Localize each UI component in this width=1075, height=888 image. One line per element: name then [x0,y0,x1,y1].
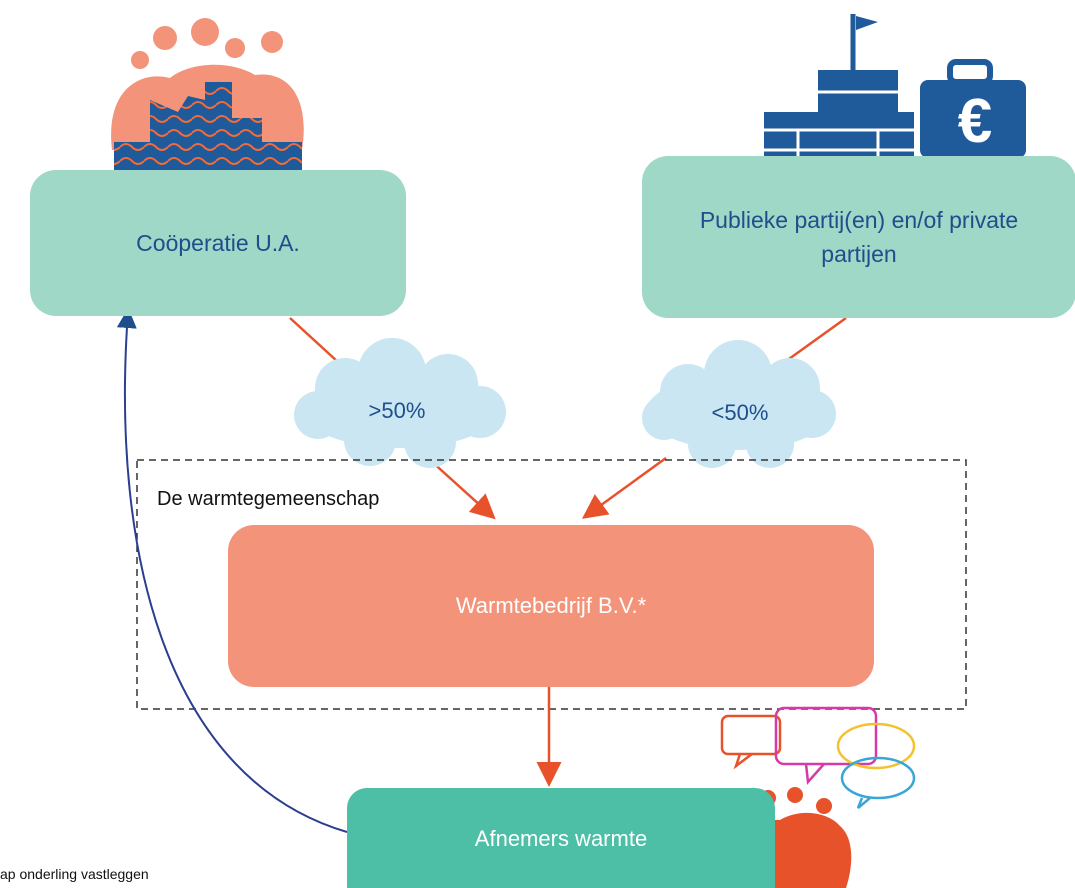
node-afnemers-label: Afnemers warmte [474,826,648,851]
edge-cooperatie-bottom [429,459,496,520]
speech-bubbles-icon [720,706,916,809]
edge-publiek-bottom [581,456,667,519]
crowd-building-icon [111,18,304,170]
node-warmtebedrijf-label: Warmtebedrijf B.V.* [455,593,647,618]
government-money-icon: € [764,14,1026,180]
edge-label-publiek: <50% [711,400,769,425]
cloud-cooperatie [294,338,506,468]
node-warmtebedrijf: Warmtebedrijf B.V.* [228,525,874,687]
edge-cooperatie-top [289,317,339,363]
edge-publiek-top [781,316,847,366]
node-publiek-label: Publieke partij(en) en/of private partij… [699,206,1019,268]
node-afnemers: Afnemers warmte [347,788,775,888]
svg-text:€: € [958,87,992,156]
node-cooperatie-label: Coöperatie U.A. [136,229,300,256]
node-publiek: Publieke partij(en) en/of private partij… [642,156,1075,318]
edge-label-cooperatie: >50% [368,398,426,423]
node-cooperatie: Coöperatie U.A. [30,170,406,316]
group-label: De warmtegemeenschap [157,488,380,510]
footnote: ap onderling vastleggen [0,866,149,882]
edge-afnemers-cooperatie [116,308,348,833]
warmtegemeenschap-group [136,459,967,710]
cloud-publiek [642,340,836,468]
